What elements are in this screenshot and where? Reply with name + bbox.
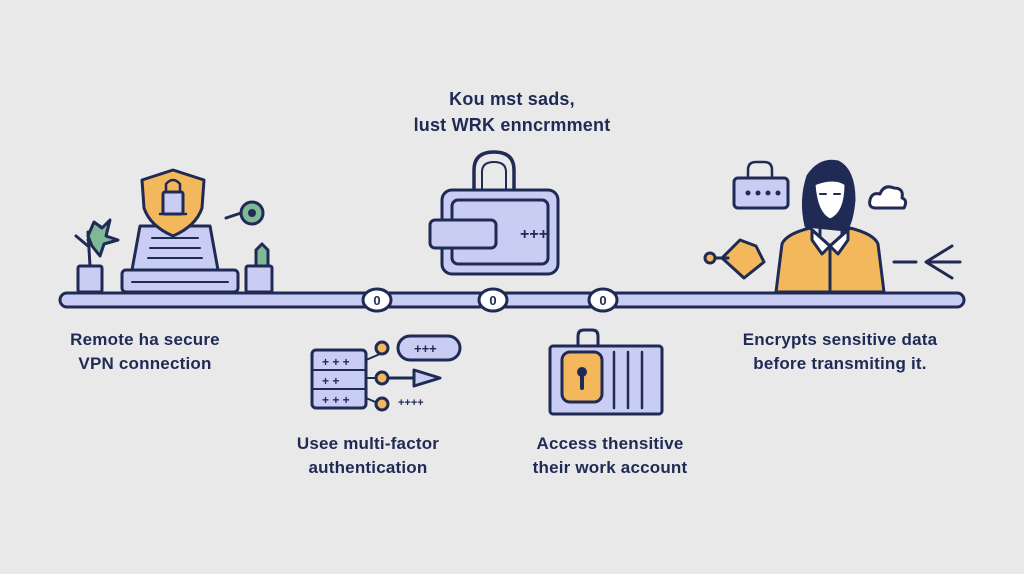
svg-text:+ + +: + + +: [322, 393, 350, 407]
cloud-icon: [868, 185, 908, 210]
mfa-panel-icon: + + + + + + + + +++ ++++: [310, 334, 462, 412]
svg-text:+ + +: + + +: [322, 355, 350, 369]
caption-access: Access thensitive their work account: [500, 432, 720, 480]
caption-vpn-line-2: VPN connection: [78, 354, 212, 373]
svg-text:0: 0: [489, 293, 496, 308]
padlock-icon: +++: [428, 150, 560, 276]
timeline-node-3: 0: [587, 287, 619, 313]
secure-locker-icon: [548, 328, 664, 416]
timeline-node-2: 0: [477, 287, 509, 313]
svg-text:+ +: + +: [322, 374, 339, 388]
diagram-heading: Kou mst sads, lust WRK enncrmment: [362, 86, 662, 138]
caption-vpn: Remote ha secure VPN connection: [40, 328, 250, 376]
svg-text:+++: +++: [414, 341, 437, 356]
heading-line-2: lust WRK enncrmment: [413, 115, 611, 135]
caption-mfa-line-1: Usee multi-factor: [296, 434, 440, 453]
caption-vpn-line-1: Remote ha secure: [70, 330, 220, 349]
svg-text:++++: ++++: [398, 397, 424, 409]
svg-text:0: 0: [599, 293, 606, 308]
password-field-icon: [732, 160, 790, 210]
svg-text:0: 0: [373, 293, 380, 308]
shield-lock-icon: [140, 168, 206, 238]
vpn-workstation-icon: [120, 224, 240, 294]
person-icon: [774, 159, 886, 294]
caption-mfa: Usee multi-factor authentication: [268, 432, 468, 480]
location-pin-icon: [224, 200, 265, 226]
caption-access-line-2: their work account: [532, 458, 688, 477]
svg-text:+++: +++: [520, 226, 548, 243]
caption-encrypt: Encrypts sensitive data before transmiti…: [720, 328, 960, 376]
caption-encrypt-line-1: Encrypts sensitive data: [742, 330, 938, 349]
heading-line-1: Kou mst sads,: [449, 89, 575, 109]
timeline-bar: [58, 291, 966, 309]
plant-left-icon: [74, 218, 120, 294]
caption-encrypt-line-2: before transmiting it.: [753, 354, 927, 373]
caption-mfa-line-2: authentication: [308, 458, 428, 477]
incoming-arrow-icon: [892, 244, 962, 280]
caption-access-line-1: Access thensitive: [536, 434, 684, 453]
plant-right-icon: [244, 242, 274, 294]
tag-icon: [703, 238, 766, 280]
timeline-node-1: 0: [361, 287, 393, 313]
